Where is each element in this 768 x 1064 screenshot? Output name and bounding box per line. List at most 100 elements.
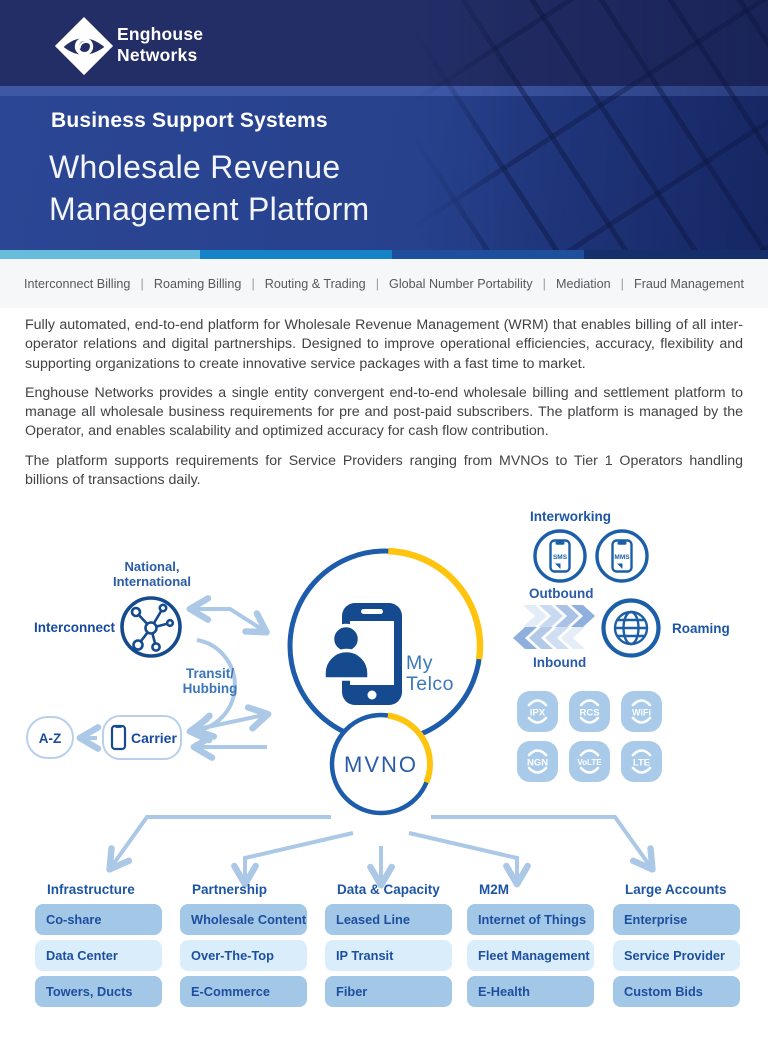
- feature-item: Roaming Billing: [153, 276, 242, 291]
- my-telco-label-line1: My: [406, 652, 433, 674]
- interconnect-scope-line1: National,: [125, 559, 180, 574]
- stripe-segment-navy: [583, 250, 768, 259]
- brand-line2: Networks: [117, 45, 198, 65]
- carrier-label: Carrier: [131, 730, 177, 746]
- carrier-exchange-arrow: [190, 704, 272, 740]
- svg-text:RCS: RCS: [579, 708, 599, 719]
- sms-label: SMS: [553, 554, 568, 561]
- inbound-chevrons-icon: [513, 627, 585, 649]
- segment-column-partnership: Partnership Wholesale Content Over-The-T…: [180, 882, 307, 1012]
- fan-arrow: [408, 831, 531, 888]
- intro-paragraph-1: Fully automated, end-to-end platform for…: [25, 317, 743, 372]
- mvno-node: MVNO: [329, 712, 433, 816]
- mvno-label: MVNO: [344, 752, 418, 777]
- yellow-arc: [387, 712, 433, 784]
- header-divider-band: [0, 86, 768, 96]
- segment-column-infrastructure: Infrastructure Co-share Data Center Towe…: [35, 882, 162, 1012]
- feature-item: Routing & Trading: [264, 276, 366, 291]
- column-title: Data & Capacity: [337, 882, 440, 897]
- yellow-arc: [388, 547, 484, 660]
- brand-name: Enghouse Networks: [117, 24, 203, 66]
- separator: |: [140, 276, 144, 291]
- outbound-chevrons-icon: [523, 605, 595, 627]
- diagram-canvas: My Telco MVNO National, International In…: [26, 509, 730, 889]
- interworking-label: Interworking: [530, 509, 611, 524]
- brand-line1: Enghouse: [117, 24, 204, 44]
- my-telco-label-line2: Telco: [406, 673, 454, 695]
- list-item: Custom Bids: [613, 976, 740, 1007]
- inbound-label: Inbound: [533, 655, 586, 670]
- intro-paragraph-3: The platform supports requirements for S…: [25, 452, 743, 489]
- list-item: IP Transit: [325, 940, 452, 971]
- network-nodes-icon: [130, 603, 175, 652]
- feature-list: Interconnect Billing | Roaming Billing |…: [0, 259, 768, 308]
- list-item: E-Commerce: [180, 976, 307, 1007]
- separator: |: [542, 276, 546, 291]
- svg-text:LTE: LTE: [633, 758, 650, 769]
- az-label: A-Z: [39, 731, 62, 746]
- list-item: Over-The-Top: [180, 940, 307, 971]
- fan-arrow: [231, 831, 354, 888]
- wholesale-ecosystem-diagram: My Telco MVNO National, International In…: [0, 470, 768, 1064]
- outbound-label: Outbound: [529, 586, 593, 601]
- interconnect-exchange-arrow: [186, 595, 270, 636]
- header-top-band: [0, 0, 768, 86]
- mms-label: MMS: [614, 554, 630, 561]
- badge-volte: VoLTE: [569, 741, 610, 782]
- subscriber-phone-icon: [322, 603, 402, 705]
- intro-text: Fully automated, end-to-end platform for…: [0, 308, 768, 500]
- sms-icon: SMS: [533, 529, 587, 583]
- feature-item: Global Number Portability: [389, 276, 533, 291]
- page-title-line1: Wholesale Revenue: [49, 149, 341, 185]
- segment-column-large-accounts: Large Accounts Enterprise Service Provid…: [613, 882, 740, 1012]
- page-title: Wholesale Revenue Management Platform: [49, 146, 370, 230]
- segment-column-data-capacity: Data & Capacity Leased Line IP Transit F…: [325, 882, 452, 1012]
- enghouse-logo-icon: [54, 16, 114, 76]
- carrier-node: Carrier: [102, 715, 182, 760]
- my-telco-node: My Telco: [287, 547, 484, 744]
- list-item: Wholesale Content: [180, 904, 307, 935]
- svg-text:IPX: IPX: [530, 708, 546, 719]
- fan-arrow: [431, 815, 656, 873]
- list-item: Leased Line: [325, 904, 452, 935]
- feature-item: Interconnect Billing: [24, 276, 131, 291]
- stripe-segment-cyan: [0, 250, 200, 259]
- eyebrow-title: Business Support Systems: [51, 109, 328, 132]
- badge-wifi: WiFi: [621, 691, 662, 732]
- fan-out-arrows: [106, 815, 656, 889]
- page-title-line2: Management Platform: [49, 191, 370, 227]
- badge-lte: LTE: [621, 741, 662, 782]
- transit-label-line1: Transit/: [186, 666, 234, 681]
- column-title: Infrastructure: [47, 882, 135, 897]
- interconnect-scope-line2: International: [113, 574, 191, 589]
- separator: |: [620, 276, 624, 291]
- feature-item: Fraud Management: [634, 276, 744, 291]
- list-item: Service Provider: [613, 940, 740, 971]
- header-title-band: Business Support Systems Wholesale Reven…: [0, 96, 768, 250]
- column-title: M2M: [479, 882, 509, 897]
- svg-text:NGN: NGN: [527, 758, 548, 769]
- badge-ngn: NGN: [517, 741, 558, 782]
- badge-ipx: IPX: [517, 691, 558, 732]
- transit-label-line2: Hubbing: [183, 681, 238, 696]
- list-item: Enterprise: [613, 904, 740, 935]
- intro-paragraph-2: Enghouse Networks provides a single enti…: [25, 384, 743, 440]
- segment-column-m2m: M2M Internet of Things Fleet Management …: [467, 882, 594, 1012]
- stripe-segment-mid-blue: [391, 250, 584, 259]
- list-item: Towers, Ducts: [35, 976, 162, 1007]
- badge-rcs: RCS: [569, 691, 610, 732]
- separator: |: [251, 276, 255, 291]
- list-item: Fleet Management: [467, 940, 594, 971]
- feature-item: Mediation: [555, 276, 611, 291]
- list-item: Co-share: [35, 904, 162, 935]
- roaming-globe-icon: [601, 598, 661, 658]
- column-title: Large Accounts: [625, 882, 727, 897]
- list-item: Data Center: [35, 940, 162, 971]
- phone-outline-icon: [110, 724, 127, 751]
- stripe-segment-blue: [199, 250, 392, 259]
- roaming-label: Roaming: [672, 621, 730, 636]
- svg-text:VoLTE: VoLTE: [577, 758, 602, 767]
- tech-badges: IPX RCS WiFi NGN: [517, 691, 662, 782]
- fan-arrow: [106, 815, 331, 873]
- column-title: Partnership: [192, 882, 268, 897]
